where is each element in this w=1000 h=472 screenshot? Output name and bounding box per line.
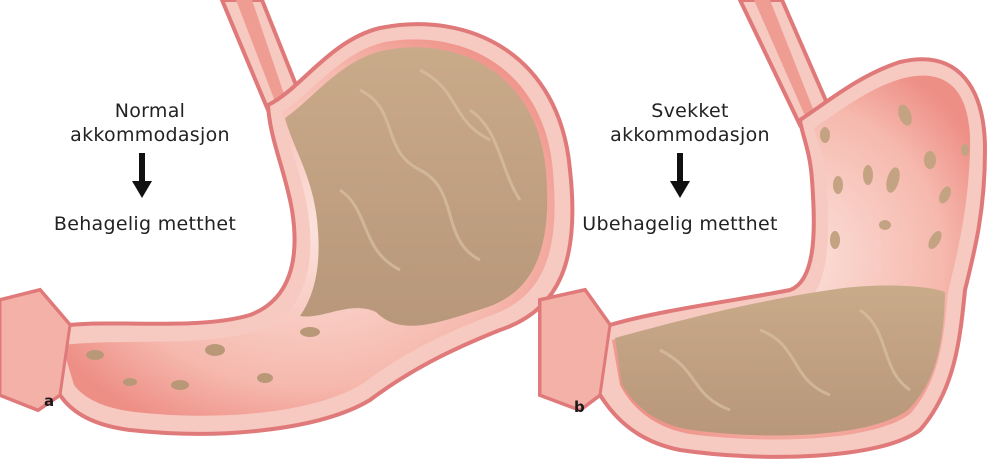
arrow-down-icon (668, 153, 692, 199)
panel-letter-b: b (574, 398, 585, 416)
food-mass-a (285, 47, 547, 326)
food-mass-b (615, 286, 945, 436)
cause-line1-a: Normal (60, 99, 240, 123)
cause-line1-b: Svekket (600, 99, 780, 123)
cause-line2-b: akkommodasjon (600, 123, 780, 147)
cause-label-a: Normal akkommodasjon (60, 99, 240, 147)
arrow-down-icon (130, 153, 154, 199)
effect-label-b: Ubehagelig metthet (560, 212, 800, 236)
panel-letter-a: a (44, 392, 54, 410)
cause-label-b: Svekket akkommodasjon (600, 99, 780, 147)
cause-line2-a: akkommodasjon (60, 123, 240, 147)
effect-label-a: Behagelig metthet (30, 212, 260, 236)
